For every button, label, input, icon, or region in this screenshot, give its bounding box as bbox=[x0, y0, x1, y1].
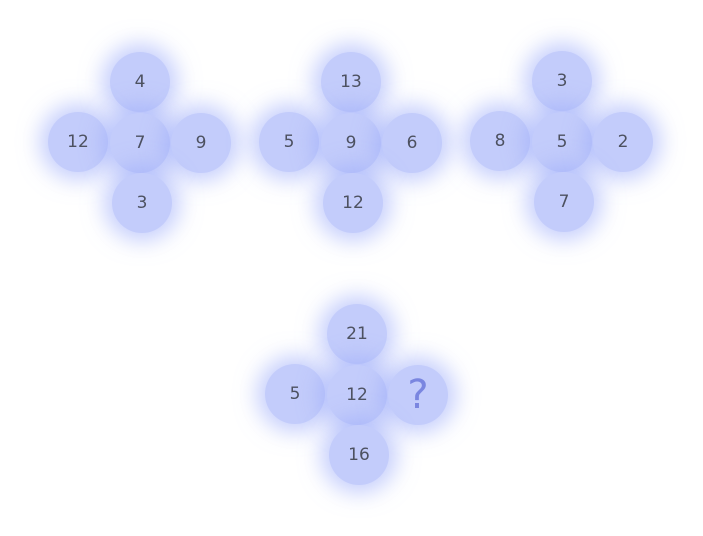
left-circle: 8 bbox=[470, 111, 530, 171]
center-circle: 9 bbox=[321, 113, 381, 173]
center-number: 5 bbox=[556, 132, 568, 152]
right-number: 2 bbox=[617, 132, 629, 152]
top-circle: 4 bbox=[110, 52, 170, 112]
bottom-number: 16 bbox=[348, 445, 370, 465]
right-number: 6 bbox=[406, 133, 418, 153]
center-circle: 5 bbox=[532, 112, 592, 172]
right-number: 9 bbox=[195, 133, 207, 153]
left-circle: 5 bbox=[259, 112, 319, 172]
left-number: 8 bbox=[494, 131, 506, 151]
center-number: 12 bbox=[346, 385, 368, 405]
bottom-circle: 3 bbox=[112, 173, 172, 233]
bottom-circle: 7 bbox=[534, 172, 594, 232]
bottom-number: 3 bbox=[136, 193, 148, 213]
top-circle: 21 bbox=[327, 304, 387, 364]
bottom-number: 12 bbox=[342, 193, 364, 213]
right-circle: 2 bbox=[593, 112, 653, 172]
right-circle: 6 bbox=[382, 113, 442, 173]
center-circle: 7 bbox=[110, 113, 170, 173]
top-number: 13 bbox=[340, 72, 362, 92]
top-circle: 13 bbox=[321, 52, 381, 112]
center-number: 7 bbox=[134, 133, 146, 153]
top-number: 21 bbox=[346, 324, 368, 344]
top-number: 3 bbox=[556, 71, 568, 91]
missing-number-circle: ? bbox=[388, 365, 448, 425]
question-mark: ? bbox=[407, 372, 429, 418]
left-number: 5 bbox=[283, 132, 295, 152]
center-circle: 12 bbox=[327, 365, 387, 425]
center-number: 9 bbox=[345, 133, 357, 153]
bottom-circle: 12 bbox=[323, 173, 383, 233]
left-circle: 5 bbox=[265, 364, 325, 424]
left-number: 5 bbox=[289, 384, 301, 404]
right-circle: 9 bbox=[171, 113, 231, 173]
left-number: 12 bbox=[67, 132, 89, 152]
bottom-circle: 16 bbox=[329, 425, 389, 485]
top-circle: 3 bbox=[532, 51, 592, 111]
bottom-number: 7 bbox=[558, 192, 570, 212]
top-number: 4 bbox=[134, 72, 146, 92]
left-circle: 12 bbox=[48, 112, 108, 172]
